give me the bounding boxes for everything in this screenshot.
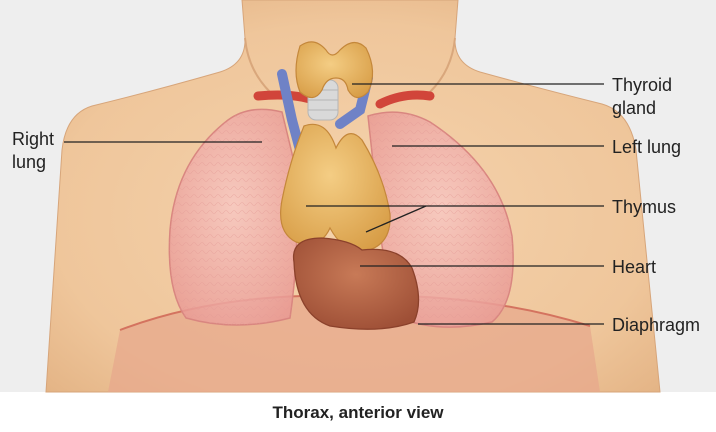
figure-caption: Thorax, anterior view — [273, 403, 445, 422]
label-left-lung: Left lung — [612, 137, 681, 157]
label-right-lung-line1: Right — [12, 129, 54, 149]
label-thymus: Thymus — [612, 197, 676, 217]
label-right-lung-line2: lung — [12, 152, 46, 172]
label-heart: Heart — [612, 257, 656, 277]
label-thyroid-line2: gland — [612, 98, 656, 118]
label-diaphragm: Diaphragm — [612, 315, 700, 335]
label-thyroid-line1: Thyroid — [612, 75, 672, 95]
